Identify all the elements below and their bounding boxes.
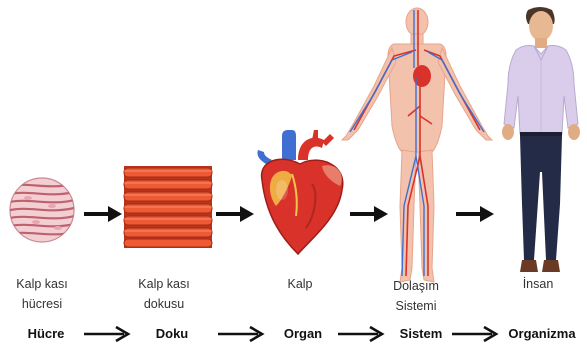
arrow-icon: [452, 326, 498, 342]
stage-label-human: İnsan: [496, 274, 580, 294]
level-system: Sistem: [386, 326, 456, 341]
stage-label-cell: Kalp kası hücresi: [0, 274, 84, 314]
level-organism: Organizma: [500, 326, 584, 341]
arrow-icon: [338, 326, 384, 342]
arrow-icon: [84, 204, 122, 224]
human-image: [494, 4, 584, 282]
cardiac-muscle-tissue-image: [124, 166, 212, 248]
level-tissue: Doku: [140, 326, 204, 341]
arrow-icon: [350, 204, 388, 224]
heart-image: [252, 130, 352, 258]
arrow-icon: [218, 326, 264, 342]
arrow-icon: [216, 204, 254, 224]
arrow-icon: [456, 204, 494, 224]
level-cell: Hücre: [16, 326, 76, 341]
arrow-icon: [84, 326, 130, 342]
stage-label-circulatory-system: Dolaşım Sistemi: [374, 276, 458, 316]
stage-label-heart: Kalp: [262, 274, 338, 294]
circulatory-system-image: [338, 6, 496, 288]
stage-label-tissue: Kalp kası dokusu: [122, 274, 206, 314]
cardiac-muscle-cell-image: [8, 176, 76, 244]
level-organ: Organ: [268, 326, 338, 341]
